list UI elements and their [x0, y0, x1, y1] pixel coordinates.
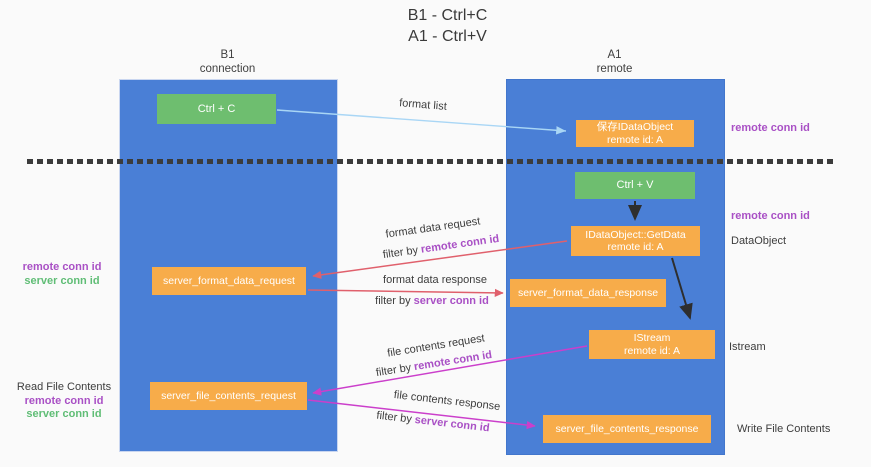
title-line-2: A1 - Ctrl+V [408, 28, 487, 45]
node-server-file-contents-request: server_file_contents_request [150, 382, 307, 410]
remote-conn-id-side-label: remote conn id [24, 394, 104, 407]
lane-b1-role: connection [199, 63, 256, 75]
filter-by-text: filter by [375, 295, 411, 307]
server-format-data-response-label: server_format_data_response [517, 286, 659, 299]
node-idataobject-getdata: IDataObject::GetData remote id: A [571, 226, 700, 256]
node-server-file-contents-response: server_file_contents_response [543, 415, 711, 443]
write-file-contents-label: Write File Contents [737, 423, 831, 435]
file-contents-response-label: file contents response [393, 388, 501, 414]
page-title: B1 - Ctrl+C A1 - Ctrl+V [12, 5, 871, 47]
getdata-line1: IDataObject::GetData [585, 228, 686, 241]
server-conn-id-text: server conn id [414, 413, 491, 435]
server-file-contents-request-label: server_file_contents_request [161, 389, 296, 402]
filter-by-text: filter by [375, 409, 413, 426]
server-conn-id-side-label: server conn id [24, 274, 100, 287]
lane-header-a1: A1 remote [506, 48, 723, 76]
remote-conn-id-text: remote conn id [420, 232, 500, 256]
format-data-response-label: format data response [383, 274, 487, 286]
server-conn-id-text: server conn id [413, 295, 489, 307]
read-file-contents-label: Read File Contents [16, 381, 112, 393]
getdata-line2: remote id: A [607, 241, 664, 253]
save-idataobject-line1: 保存IDataObject [596, 121, 674, 133]
istream-line2: remote id: A [623, 344, 681, 357]
lane-a1-role: remote [596, 63, 633, 75]
save-idataobject-line2: remote id: A [606, 133, 664, 146]
lane-a1-name: A1 [607, 49, 622, 61]
lane-header-b1: B1 connection [119, 48, 336, 76]
node-istream: IStream remote id: A [589, 330, 715, 359]
istream-side-label: Istream [729, 341, 766, 353]
filter-by-text: filter by [382, 244, 419, 262]
left-conn-id-block-lower: Read File Contents remote conn id server… [10, 381, 118, 422]
node-ctrl-v: Ctrl + V [575, 172, 695, 199]
dashed-divider [27, 159, 833, 164]
node-server-format-data-request: server_format_data_request [152, 267, 306, 295]
remote-conn-id-right-label-1: remote conn id [731, 122, 810, 134]
filter-by-text: filter by [375, 361, 413, 380]
node-ctrl-c: Ctrl + C [157, 94, 276, 124]
istream-line1: IStream [633, 332, 671, 344]
title-line-1: B1 - Ctrl+C [407, 7, 488, 24]
node-save-idataobject: 保存IDataObject remote id: A [576, 120, 694, 147]
lane-b1-name: B1 [220, 49, 235, 61]
dataobject-label: DataObject [731, 235, 787, 247]
ctrl-v-label: Ctrl + V [616, 179, 654, 191]
remote-conn-id-side-label: remote conn id [22, 261, 102, 273]
server-file-contents-response-label: server_file_contents_response [555, 422, 699, 435]
left-conn-id-block-upper: remote conn id server conn id [18, 261, 106, 288]
ctrl-c-label: Ctrl + C [197, 102, 236, 115]
server-format-data-request-label: server_format_data_request [163, 274, 295, 287]
remote-conn-id-right-label-2: remote conn id [731, 210, 810, 222]
format-list-label: format list [398, 97, 448, 113]
node-server-format-data-response: server_format_data_response [510, 279, 666, 307]
server-conn-id-side-label: server conn id [26, 408, 102, 420]
